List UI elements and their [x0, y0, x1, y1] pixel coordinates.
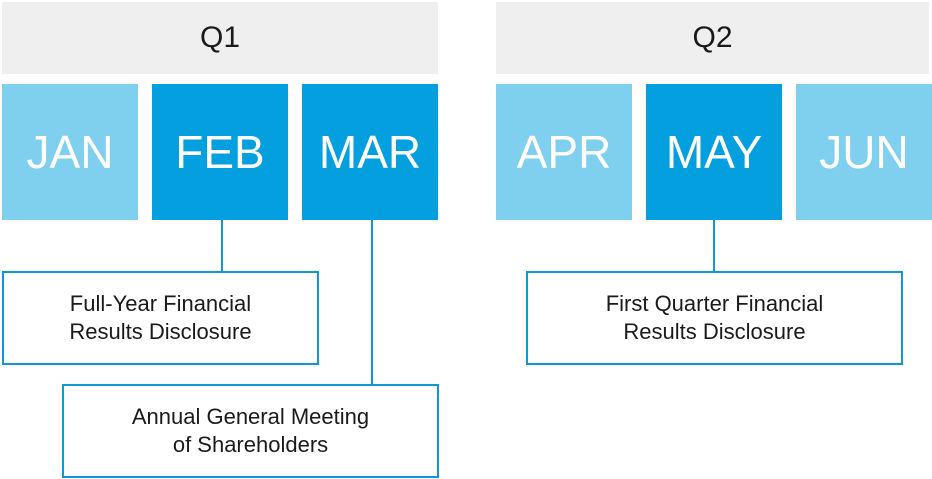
connector-may [713, 220, 715, 272]
event-first-quarter-line2: Results Disclosure [623, 319, 806, 344]
quarter-header-q2: Q2 [496, 2, 929, 74]
event-first-quarter-line1: First Quarter Financial [605, 291, 824, 316]
month-mar: MAR [302, 84, 438, 220]
event-first-quarter-results: First Quarter Financial Results Disclosu… [526, 271, 903, 365]
connector-feb [221, 220, 223, 272]
event-full-year-results: Full-Year Financial Results Disclosure [2, 271, 319, 365]
connector-mar [371, 220, 373, 386]
quarter-header-q1: Q1 [2, 2, 438, 74]
month-apr: APR [496, 84, 632, 220]
event-agm-line2: of Shareholders [172, 432, 329, 457]
event-full-year-line1: Full-Year Financial [69, 291, 252, 316]
event-full-year-line2: Results Disclosure [69, 319, 252, 344]
event-agm-line1: Annual General Meeting [131, 404, 370, 429]
month-jan: JAN [2, 84, 138, 220]
event-annual-general-meeting: Annual General Meeting of Shareholders [62, 384, 439, 478]
month-jun: JUN [796, 84, 932, 220]
month-feb: FEB [152, 84, 288, 220]
month-may: MAY [646, 84, 782, 220]
